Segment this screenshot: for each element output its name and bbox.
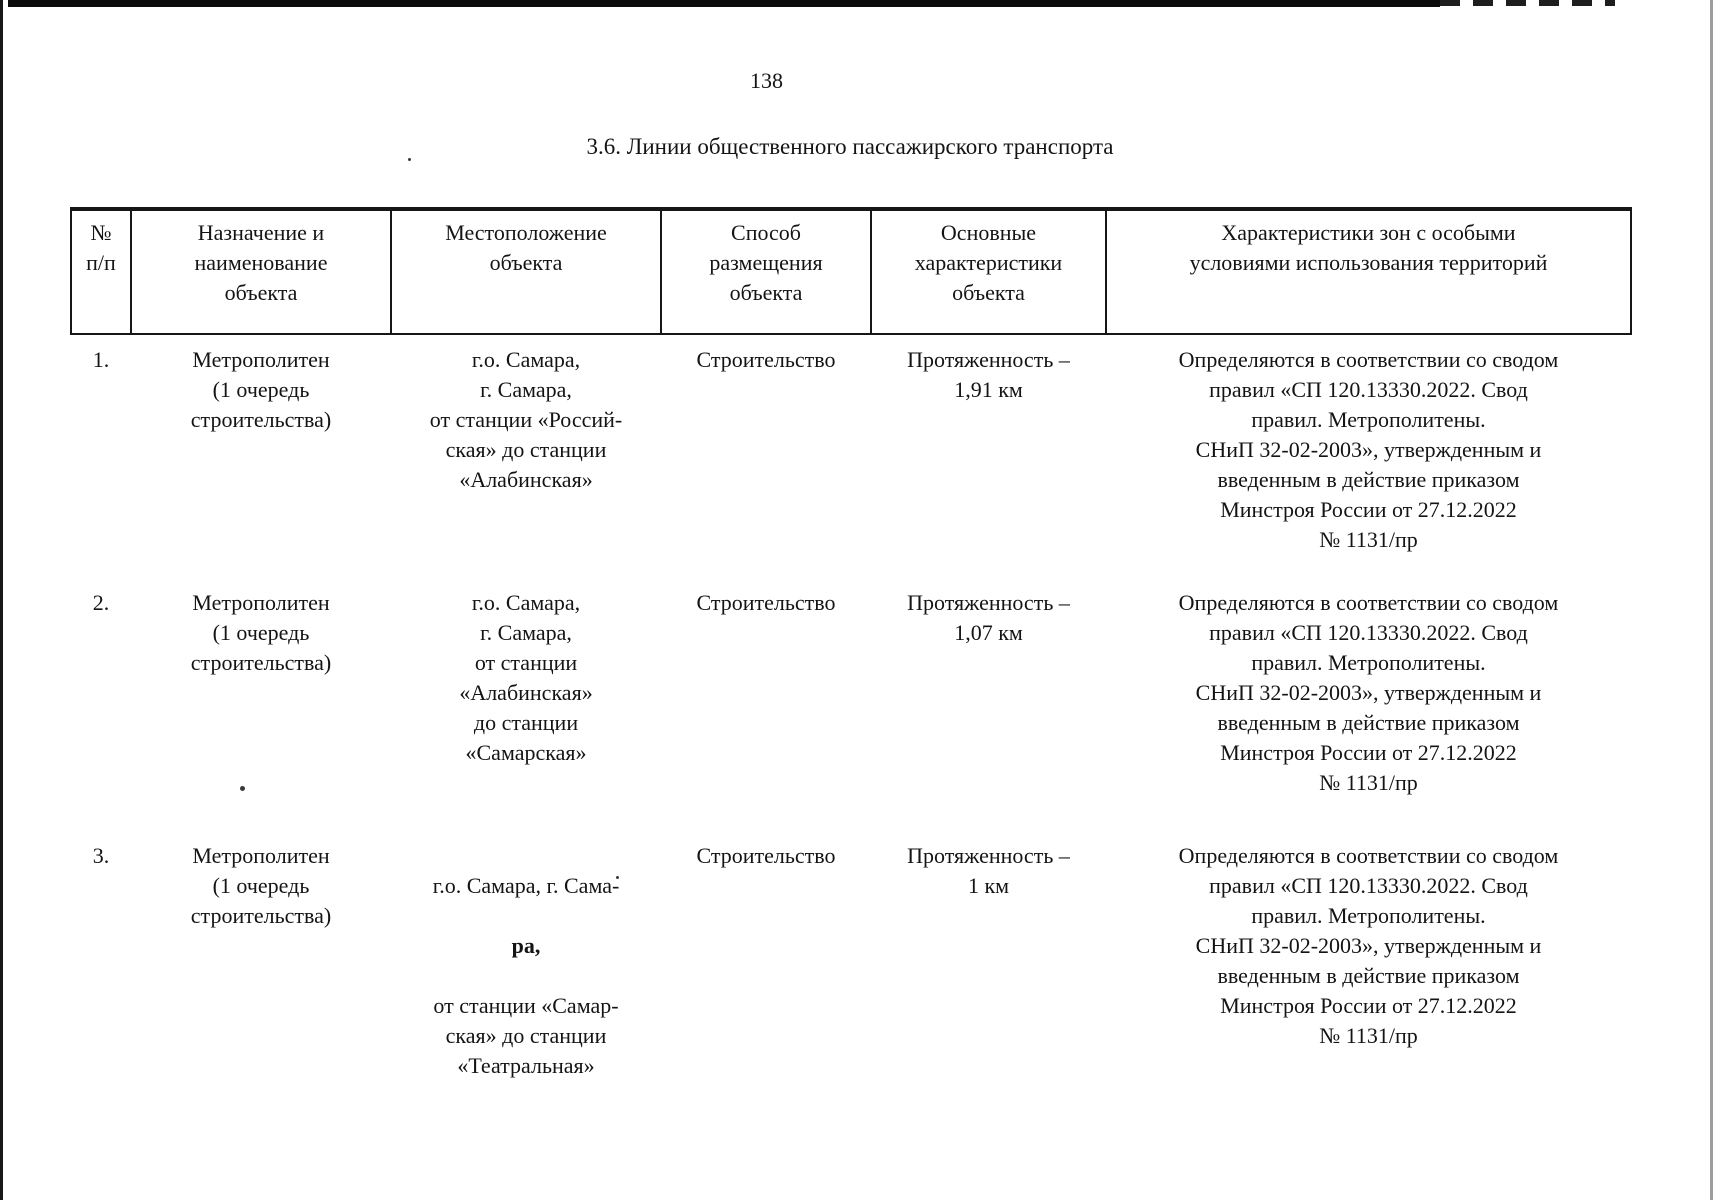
table-row: 1. Метрополитен (1 очередь строительства… [71, 334, 1631, 555]
header-location: Местоположение объекта [390, 207, 662, 335]
cell-location: г.о. Самара, г. Самара, от станции «Росс… [429, 347, 623, 492]
table-row: 3. Метрополитен (1 очередь строительства… [71, 798, 1631, 1111]
location-line-bold: ра, [511, 933, 541, 958]
cell-placement: Строительство [696, 843, 836, 868]
header-zones: Характеристики зон с особыми условиями и… [1105, 207, 1632, 335]
scan-artifact-top-dashes [1440, 0, 1615, 6]
section-title: 3.6. Линии общественного пассажирского т… [586, 134, 1114, 159]
cell-row-number: 1. [92, 347, 110, 372]
cell-zones: Определяются в соответствии со сводом пр… [1178, 347, 1559, 552]
scan-speck [408, 158, 411, 161]
scan-artifact-right-line [1710, 0, 1713, 1200]
cell-characteristics: Протяженность – 1,07 км [907, 590, 1070, 645]
page-number: 138 [750, 68, 783, 93]
cell-placement: Строительство [696, 590, 836, 615]
cell-object-name: Метрополитен (1 очередь строительства) [190, 843, 332, 928]
cell-zones: Определяются в соответствии со сводом пр… [1178, 843, 1559, 1048]
header-characteristics: Основные характеристики объекта [870, 207, 1107, 335]
header-name: Назначение и наименование объекта [130, 207, 392, 335]
table-row: 2. Метрополитен (1 очередь строительства… [71, 555, 1631, 798]
location-line: г.о. Самара, г. Сама- [432, 873, 620, 898]
cell-row-number: 2. [92, 590, 110, 615]
cell-placement: Строительство [696, 347, 836, 372]
objects-table: № п/п Назначение и наименование объекта … [70, 207, 1632, 1111]
scan-speck [616, 876, 619, 879]
cell-location: г.о. Самара, г. Сама- ра, от станции «Са… [391, 798, 661, 1111]
cell-row-number: 3. [92, 843, 110, 868]
scan-speck [240, 786, 245, 791]
scan-artifact-top-bar [8, 0, 1440, 7]
header-num: № п/п [70, 207, 132, 335]
header-placement: Способ размещения объекта [660, 207, 872, 335]
cell-characteristics: Протяженность – 1,91 км [907, 347, 1070, 402]
cell-location: г.о. Самара, г. Самара, от станции «Алаб… [459, 590, 593, 765]
cell-object-name: Метрополитен (1 очередь строительства) [190, 590, 332, 675]
cell-zones: Определяются в соответствии со сводом пр… [1178, 590, 1559, 795]
scan-artifact-left-line [0, 0, 3, 1200]
location-lines: от станции «Самар- ская» до станции «Теа… [433, 993, 619, 1078]
table-header-row: № п/п Назначение и наименование объекта … [70, 207, 1632, 335]
cell-characteristics: Протяженность – 1 км [907, 843, 1070, 898]
cell-object-name: Метрополитен (1 очередь строительства) [190, 347, 332, 432]
